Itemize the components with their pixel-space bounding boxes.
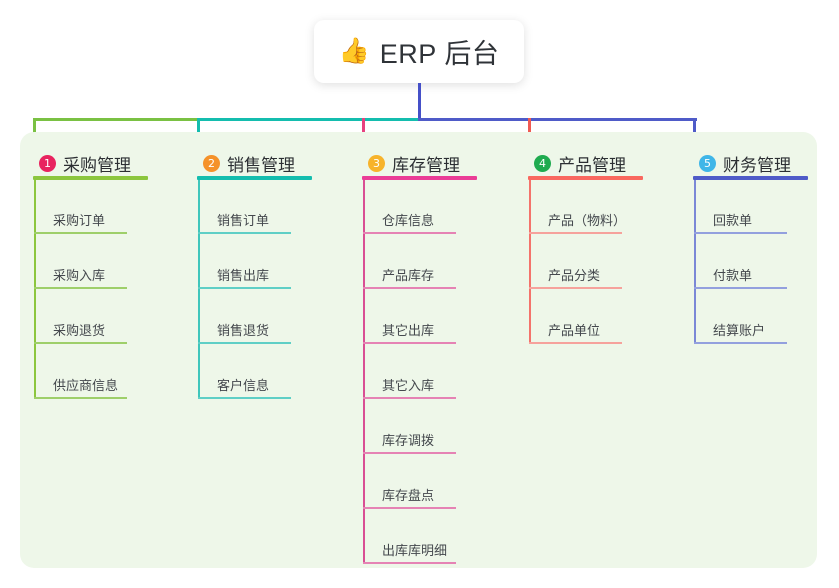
menu-item-rule: [363, 397, 456, 399]
menu-item-rule: [34, 287, 127, 289]
column-rule-5: [693, 176, 808, 180]
menu-item-rule: [363, 562, 456, 564]
column-badge-1: 1: [39, 155, 56, 172]
bar-segment-blue: [418, 118, 697, 121]
column-rule-3: [362, 176, 477, 180]
column-rule-4: [528, 176, 643, 180]
menu-item-label[interactable]: 结算账户: [713, 323, 766, 338]
menu-item-label[interactable]: 回款单: [713, 213, 753, 228]
column-header-2[interactable]: 2 销售管理: [203, 151, 295, 176]
column-badge-5: 5: [699, 155, 716, 172]
column-badge-2: 2: [203, 155, 220, 172]
menu-item-label[interactable]: 销售订单: [217, 213, 270, 228]
page-title: ERP 后台: [379, 39, 500, 69]
menu-item-label[interactable]: 产品单位: [548, 323, 601, 338]
bar-segment-teal: [197, 118, 420, 121]
menu-item-label[interactable]: 产品库存: [382, 268, 435, 283]
menu-item-rule: [198, 397, 291, 399]
column-rule-1: [33, 176, 148, 180]
column-badge-3: 3: [368, 155, 385, 172]
column-title-1: 采购管理: [63, 156, 131, 175]
menu-item-label[interactable]: 销售退货: [217, 323, 270, 338]
column-badge-4: 4: [534, 155, 551, 172]
thumbs-up-icon: 👍: [338, 37, 370, 65]
menu-item-rule: [363, 507, 456, 509]
column-header-1[interactable]: 1 采购管理: [39, 151, 131, 176]
bar-segment-green: [33, 118, 198, 121]
menu-item-rule: [198, 342, 291, 344]
menu-item-label[interactable]: 产品分类: [548, 268, 601, 283]
content-panel: [20, 132, 817, 568]
menu-item-rule: [529, 342, 622, 344]
menu-item-label[interactable]: 库存调拨: [382, 433, 435, 448]
root-title-card[interactable]: 👍 ERP 后台: [314, 20, 524, 83]
menu-item-rule: [529, 287, 622, 289]
column-title-5: 财务管理: [723, 156, 791, 175]
menu-item-label[interactable]: 供应商信息: [53, 378, 119, 393]
menu-item-label[interactable]: 采购退货: [53, 323, 106, 338]
menu-item-rule: [198, 232, 291, 234]
column-title-4: 产品管理: [558, 156, 626, 175]
menu-item-label[interactable]: 采购订单: [53, 213, 106, 228]
column-spine-3: [363, 180, 365, 562]
menu-item-label[interactable]: 库存盘点: [382, 488, 435, 503]
column-rule-2: [197, 176, 312, 180]
menu-item-rule: [34, 342, 127, 344]
column-spine-5: [694, 180, 696, 342]
menu-item-rule: [694, 232, 787, 234]
menu-item-label[interactable]: 其它出库: [382, 323, 435, 338]
menu-item-label[interactable]: 产品（物料）: [548, 213, 627, 228]
menu-item-rule: [694, 342, 787, 344]
menu-item-rule: [198, 287, 291, 289]
column-spine-4: [529, 180, 531, 342]
menu-item-rule: [529, 232, 622, 234]
trunk-line: [418, 83, 421, 121]
menu-item-label[interactable]: 销售出库: [217, 268, 270, 283]
menu-item-rule: [694, 287, 787, 289]
menu-item-rule: [363, 342, 456, 344]
menu-item-rule: [34, 232, 127, 234]
menu-item-label[interactable]: 客户信息: [217, 378, 270, 393]
column-title-2: 销售管理: [227, 156, 295, 175]
column-title-3: 库存管理: [392, 156, 460, 175]
column-header-5[interactable]: 5 财务管理: [699, 151, 791, 176]
menu-item-rule: [34, 397, 127, 399]
column-header-4[interactable]: 4 产品管理: [534, 151, 626, 176]
menu-item-rule: [363, 452, 456, 454]
column-header-3[interactable]: 3 库存管理: [368, 151, 460, 176]
menu-item-label[interactable]: 仓库信息: [382, 213, 435, 228]
menu-item-label[interactable]: 其它入库: [382, 378, 435, 393]
menu-item-label[interactable]: 付款单: [713, 268, 753, 283]
menu-item-label[interactable]: 采购入库: [53, 268, 106, 283]
menu-item-rule: [363, 287, 456, 289]
menu-item-rule: [363, 232, 456, 234]
menu-item-label[interactable]: 出库库明细: [382, 543, 448, 558]
